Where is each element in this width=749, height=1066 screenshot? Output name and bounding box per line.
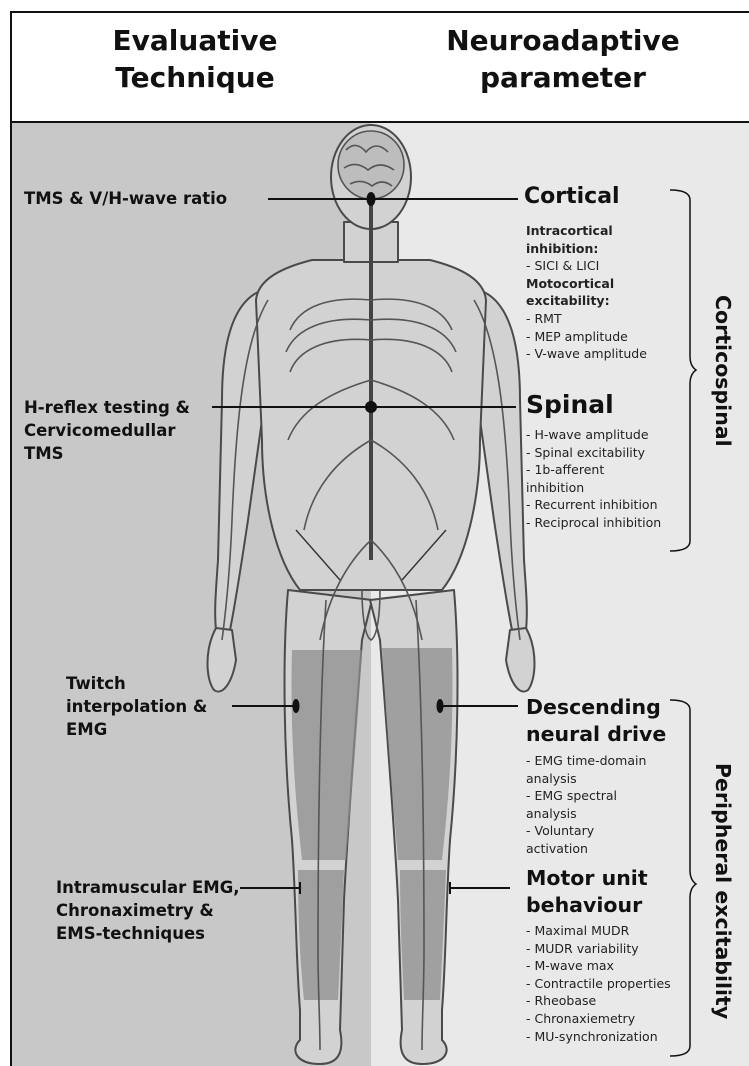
cortical-vwave: - V-wave amplitude bbox=[526, 345, 647, 363]
header-left-line2: Technique bbox=[10, 59, 380, 96]
cortical-dot bbox=[368, 193, 375, 205]
spinal-item: - Recurrent inhibition bbox=[526, 496, 661, 514]
technique-intramuscular-line3: EMS-techniques bbox=[56, 922, 240, 945]
cortical-details: Intracortical inhibition: - SICI & LICI … bbox=[526, 222, 647, 363]
spinal-item: - Reciprocal inhibition bbox=[526, 514, 661, 532]
motor-unit-item: - MU-synchronization bbox=[526, 1028, 671, 1046]
motor-unit-title-line2: behaviour bbox=[526, 892, 648, 919]
motor-unit-item: - Chronaxiemetry bbox=[526, 1010, 671, 1028]
descending-item: - EMG time-domain bbox=[526, 752, 646, 770]
header-neuroadaptive-parameter: Neuroadaptive parameter bbox=[378, 22, 748, 96]
cortical-moto-line2: excitability: bbox=[526, 292, 647, 310]
spinal-dot bbox=[366, 402, 376, 412]
cortical-ici-line1: Intracortical bbox=[526, 222, 647, 240]
motor-unit-item: - M-wave max bbox=[526, 957, 671, 975]
descending-item: - Voluntary bbox=[526, 822, 646, 840]
technique-hreflex-line2: Cervicomedullar bbox=[24, 419, 190, 442]
technique-twitch-line2: interpolation & bbox=[66, 695, 207, 718]
level-motor-unit: Motor unit behaviour bbox=[526, 865, 648, 919]
motor-unit-item: - Maximal MUDR bbox=[526, 922, 671, 940]
technique-twitch-line1: Twitch bbox=[66, 672, 207, 695]
header-right-line2: parameter bbox=[378, 59, 748, 96]
technique-tms-vh: TMS & V/H-wave ratio bbox=[24, 187, 227, 210]
technique-hreflex-line3: TMS bbox=[24, 442, 190, 465]
technique-intramuscular-line2: Chronaximetry & bbox=[56, 899, 240, 922]
twitch-dot bbox=[294, 700, 299, 712]
header-left-line1: Evaluative bbox=[10, 22, 380, 59]
level-descending: Descending neural drive bbox=[526, 694, 666, 748]
cortical-ici-line2: inhibition: bbox=[526, 240, 647, 258]
cortical-mep: - MEP amplitude bbox=[526, 328, 647, 346]
descending-item: - EMG spectral bbox=[526, 787, 646, 805]
motor-unit-item: - MUDR variability bbox=[526, 940, 671, 958]
descending-item: analysis bbox=[526, 805, 646, 823]
technique-twitch-line3: EMG bbox=[66, 718, 207, 741]
spinal-item: - 1b-afferent bbox=[526, 461, 661, 479]
spinal-details: - H-wave amplitude - Spinal excitability… bbox=[526, 426, 661, 532]
group-corticospinal: Corticospinal bbox=[707, 295, 735, 445]
motor-unit-item: - Contractile properties bbox=[526, 975, 671, 993]
technique-twitch: Twitch interpolation & EMG bbox=[66, 672, 207, 741]
descending-title-line2: neural drive bbox=[526, 721, 666, 748]
level-cortical: Cortical bbox=[524, 184, 620, 209]
motor-unit-item: - Rheobase bbox=[526, 992, 671, 1010]
cortical-moto-line1: Motocortical bbox=[526, 275, 647, 293]
technique-hreflex-line1: H-reflex testing & bbox=[24, 396, 190, 419]
descending-title-line1: Descending bbox=[526, 694, 666, 721]
brain bbox=[338, 131, 404, 199]
header-evaluative-technique: Evaluative Technique bbox=[10, 22, 380, 96]
spinal-item: - Spinal excitability bbox=[526, 444, 661, 462]
left-calf-shade bbox=[298, 870, 344, 1000]
technique-intramuscular: Intramuscular EMG, Chronaximetry & EMS-t… bbox=[56, 876, 240, 945]
descending-details: - EMG time-domain analysis - EMG spectra… bbox=[526, 752, 646, 858]
motor-unit-details: - Maximal MUDR - MUDR variability - M-wa… bbox=[526, 922, 671, 1045]
cortical-rmt: - RMT bbox=[526, 310, 647, 328]
spinal-item: inhibition bbox=[526, 479, 661, 497]
cortical-sici: - SICI & LICI bbox=[526, 257, 647, 275]
spinal-item: - H-wave amplitude bbox=[526, 426, 661, 444]
technique-hreflex: H-reflex testing & Cervicomedullar TMS bbox=[24, 396, 190, 465]
descending-item: analysis bbox=[526, 770, 646, 788]
header-right-line1: Neuroadaptive bbox=[378, 22, 748, 59]
descending-item: activation bbox=[526, 840, 646, 858]
level-spinal: Spinal bbox=[526, 390, 614, 419]
descending-dot bbox=[438, 700, 443, 712]
technique-intramuscular-line1: Intramuscular EMG, bbox=[56, 876, 240, 899]
motor-unit-title-line1: Motor unit bbox=[526, 865, 648, 892]
group-peripheral-excitability: Peripheral excitability bbox=[707, 763, 735, 1003]
